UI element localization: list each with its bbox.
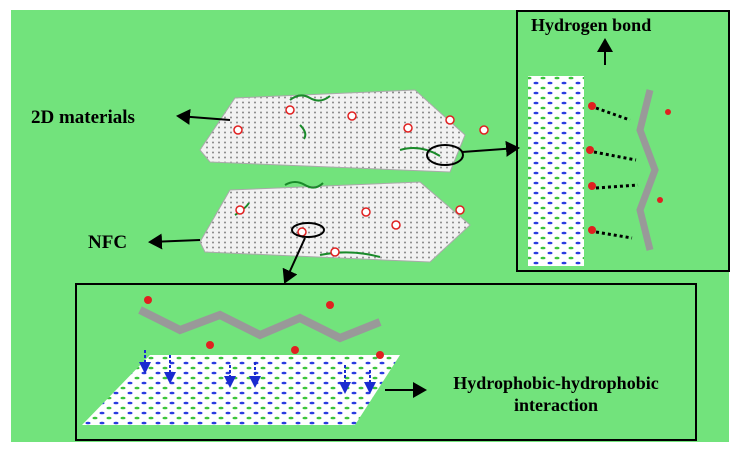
2d-material-sheet-bottom	[199, 181, 471, 263]
hydrogen-bond-box	[516, 10, 730, 272]
hydrophobic-interaction-arrows	[139, 350, 376, 394]
negative-charges	[233, 105, 489, 257]
bn-layer-side-view	[528, 76, 584, 266]
label-nfc: NFC	[88, 232, 128, 253]
bn-layer-plane	[82, 355, 400, 425]
cellulose-chain-vertical	[586, 89, 671, 251]
label-2d-materials: 2D materials	[31, 107, 135, 128]
cellulose-chain-horizontal	[138, 296, 384, 359]
arrows	[148, 38, 613, 398]
label-hydrophobic-interaction: Hydrophobic-hydrophobic interaction	[436, 372, 676, 416]
label-hydrogen-bond: Hydrogen bond	[531, 15, 652, 35]
label-hydrophobic-line1: Hydrophobic-hydrophobic	[453, 373, 659, 393]
label-hydrophobic-line2: interaction	[514, 395, 598, 415]
2d-material-sheet-top	[199, 89, 466, 173]
highlight-ellipse-bottom	[291, 222, 325, 238]
highlight-ellipse-top	[426, 144, 464, 166]
hydrogen-bond-dots	[593, 106, 639, 240]
hydrophobic-box	[75, 283, 697, 441]
